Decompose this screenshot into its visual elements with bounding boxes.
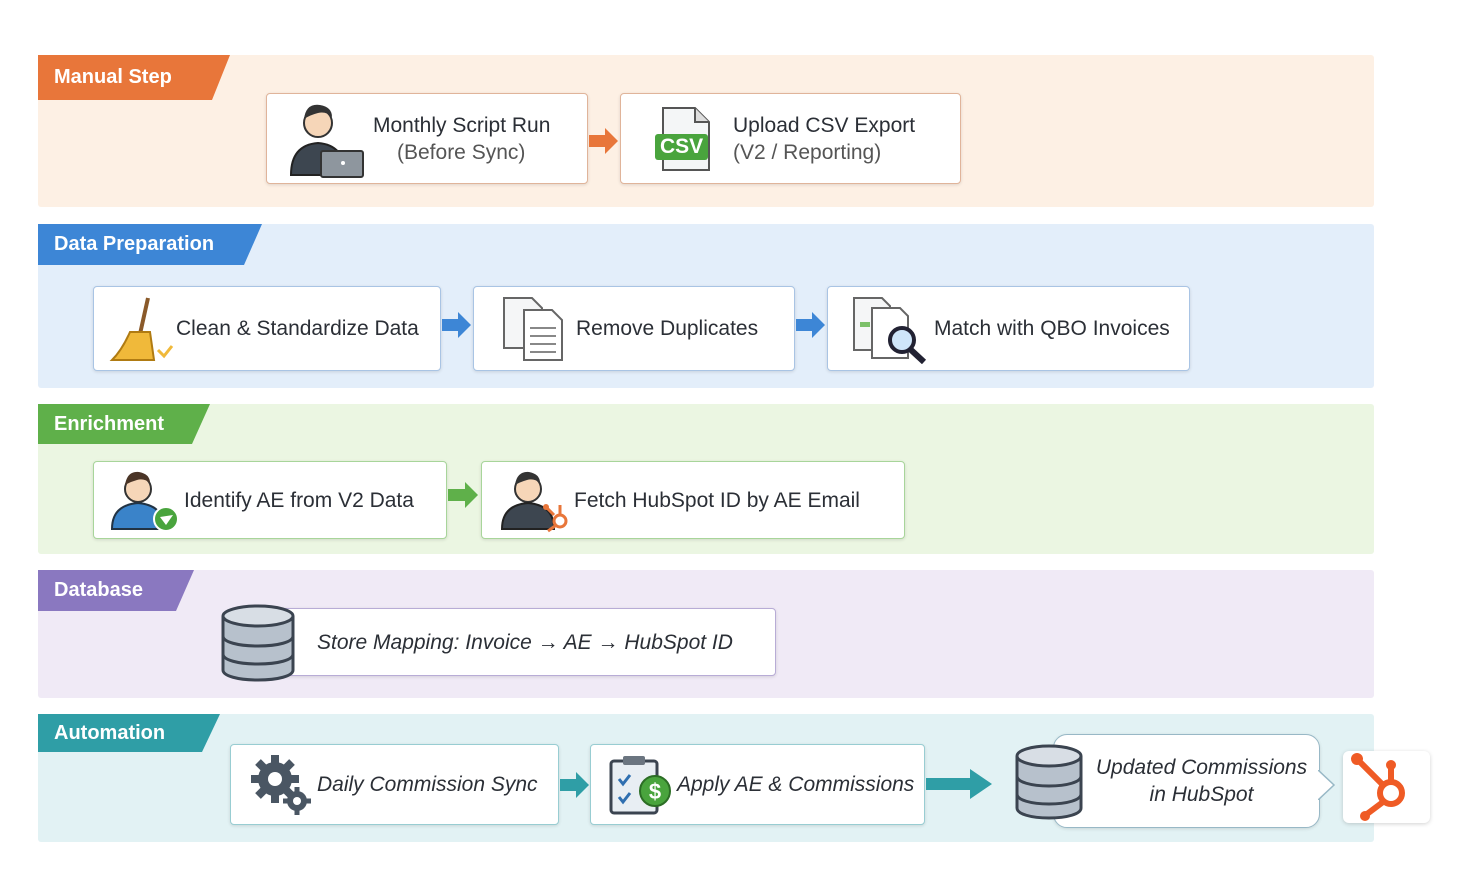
step-upload-csv-export: CSV Upload CSV Export (V2 / Reporting) <box>620 93 961 184</box>
arrow-right-icon <box>796 312 825 338</box>
step-title: Fetch HubSpot ID by AE Email <box>574 488 860 512</box>
step-apply-ae-commissions: $ Apply AE & Commissions <box>590 744 925 825</box>
callout-line-1: Updated Commissions <box>1095 756 1308 779</box>
user-check-icon <box>110 471 179 532</box>
step-subtitle: (Before Sync) <box>397 140 526 164</box>
callout-pointer <box>1318 770 1336 800</box>
svg-text:$: $ <box>649 779 661 804</box>
step-identify-ae: Identify AE from V2 Data <box>93 461 447 539</box>
updated-commissions-callout: Updated Commissions in HubSpot <box>1053 734 1320 828</box>
step-daily-commission-sync: Daily Commission Sync <box>230 744 559 825</box>
gears-icon <box>251 754 311 815</box>
arrow-right-icon <box>560 772 589 798</box>
user-laptop-icon <box>289 104 364 178</box>
hubspot-logo-icon <box>1351 753 1405 821</box>
broom-icon <box>109 297 174 361</box>
document-search-icon <box>853 296 927 364</box>
arrow-right-icon <box>589 128 618 154</box>
step-match-qbo-invoices: Match with QBO Invoices <box>827 286 1190 371</box>
csv-badge: CSV <box>655 133 709 160</box>
database-icon <box>221 604 295 682</box>
user-hubspot-icon <box>500 471 568 533</box>
checklist-dollar-icon: $ <box>609 755 671 814</box>
step-remove-duplicates: Remove Duplicates <box>473 286 795 371</box>
step-subtitle: (V2 / Reporting) <box>733 140 882 164</box>
step-title: Remove Duplicates <box>576 317 759 340</box>
step-title: Match with QBO Invoices <box>934 317 1170 340</box>
step-fetch-hubspot-id: Fetch HubSpot ID by AE Email <box>481 461 905 539</box>
step-title: Identify AE from V2 Data <box>184 488 414 512</box>
step-monthly-script-run: Monthly Script Run (Before Sync) <box>266 93 588 184</box>
duplicate-documents-icon <box>503 296 563 361</box>
lane-label-data-preparation: Data Preparation <box>38 224 262 265</box>
lane-label-manual: Manual Step <box>38 55 230 100</box>
lane-label-automation: Automation <box>38 714 220 752</box>
callout-line-2: in HubSpot <box>1149 783 1254 806</box>
step-title: Monthly Script Run <box>373 113 551 137</box>
step-store-mapping: Store Mapping: Invoice → AE → HubSpot ID <box>250 608 776 676</box>
hubspot-logo-tile <box>1343 751 1430 823</box>
arrow-right-icon <box>448 482 478 508</box>
lane-label-enrichment: Enrichment <box>38 404 210 444</box>
big-arrow-right-icon <box>926 769 992 799</box>
csv-file-icon: CSV <box>655 106 715 172</box>
arrow-right-icon <box>442 312 471 338</box>
database-icon <box>1015 744 1083 820</box>
step-title: Daily Commission Sync <box>317 773 538 796</box>
step-title: Store Mapping: Invoice → AE → HubSpot ID <box>317 630 733 654</box>
step-clean-standardize: Clean & Standardize Data <box>93 286 441 371</box>
step-title: Upload CSV Export <box>733 113 916 137</box>
step-title: Apply AE & Commissions <box>677 773 915 796</box>
step-title: Clean & Standardize Data <box>176 317 419 340</box>
lane-label-database: Database <box>38 570 194 611</box>
